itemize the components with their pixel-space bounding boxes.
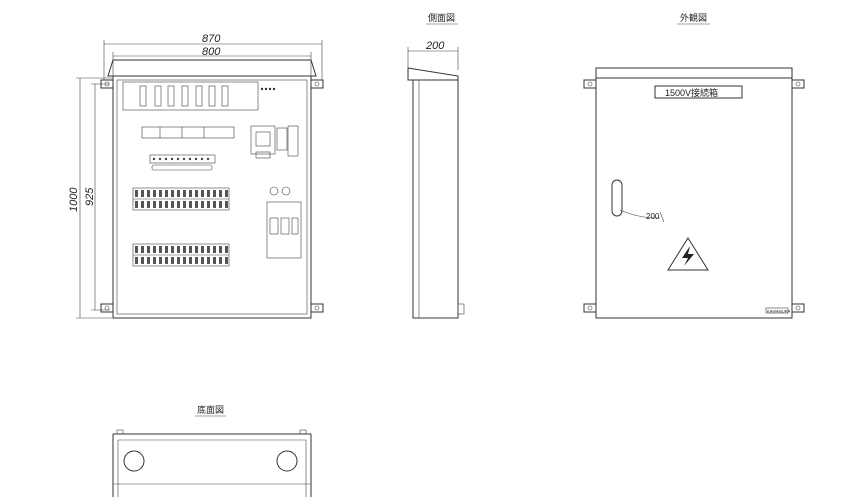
exterior-view-title: 外観図 (680, 12, 707, 23)
terminal-tooth (141, 257, 144, 264)
terminal-tooth (225, 190, 228, 197)
terminal-tooth (183, 201, 186, 208)
cable-gland-hole-right (276, 450, 298, 472)
terminal-tooth (219, 201, 222, 208)
terminal-tooth (189, 201, 192, 208)
terminal-tooth (225, 257, 228, 264)
terminal-block-lower (132, 243, 230, 267)
terminal-tooth (135, 246, 138, 253)
dim-total-height: 1000 (68, 187, 80, 212)
terminal-tooth (189, 257, 192, 264)
terminal-tooth (219, 257, 222, 264)
terminal-tooth (219, 190, 222, 197)
terminal-tooth (159, 257, 162, 264)
connector-pin (152, 157, 156, 161)
fuse-holder-row (139, 85, 276, 107)
terminal-tooth (177, 190, 180, 197)
connector-pin (158, 157, 162, 161)
bottom-view: 底面図 (112, 404, 312, 497)
connector-pin (170, 157, 174, 161)
terminal-tooth (165, 246, 168, 253)
exterior-view: 外観図 1500V接続箱 200 KAWAMURA (583, 12, 805, 319)
terminal-tooth (135, 201, 138, 208)
terminal-tooth (207, 190, 210, 197)
terminal-tooth (171, 257, 174, 264)
dim-depth: 200 (425, 40, 445, 52)
terminal-tooth (213, 190, 216, 197)
terminal-tooth (147, 190, 150, 197)
terminal-tooth (141, 190, 144, 197)
terminal-tooth (177, 246, 180, 253)
handle-dim: 200 (646, 212, 660, 221)
terminal-tooth (165, 190, 168, 197)
terminal-tooth (201, 190, 204, 197)
high-voltage-warning-icon (667, 237, 709, 271)
side-view-title: 側面図 (428, 12, 455, 23)
terminal-tooth (219, 246, 222, 253)
terminal-tooth (189, 190, 192, 197)
terminal-tooth (195, 257, 198, 264)
terminal-teeth (135, 157, 228, 264)
terminal-tooth (183, 190, 186, 197)
connector-pin (182, 157, 186, 161)
terminal-tooth (159, 190, 162, 197)
terminal-tooth (177, 201, 180, 208)
connector-pin (188, 157, 192, 161)
terminal-tooth (153, 201, 156, 208)
connector-pin (200, 157, 204, 161)
terminal-tooth (213, 257, 216, 264)
bottom-view-title: 底面図 (197, 404, 224, 415)
side-view: 側面図 200 (407, 12, 465, 319)
terminal-tooth (147, 257, 150, 264)
terminal-tooth (147, 201, 150, 208)
front-view: 870 800 1000 925 (68, 33, 324, 319)
terminal-tooth (225, 246, 228, 253)
terminal-tooth (195, 246, 198, 253)
terminal-tooth (135, 190, 138, 197)
connector-pin (164, 157, 168, 161)
terminal-tooth (171, 246, 174, 253)
terminal-tooth (135, 257, 138, 264)
terminal-tooth (213, 246, 216, 253)
terminal-tooth (189, 246, 192, 253)
terminal-block-upper (132, 187, 230, 211)
terminal-tooth (207, 201, 210, 208)
terminal-tooth (201, 257, 204, 264)
dim-mount-height: 925 (84, 187, 96, 206)
terminal-tooth (141, 246, 144, 253)
terminal-tooth (159, 246, 162, 253)
terminal-tooth (183, 257, 186, 264)
terminal-tooth (201, 246, 204, 253)
terminal-tooth (165, 257, 168, 264)
terminal-tooth (195, 201, 198, 208)
terminal-tooth (141, 201, 144, 208)
terminal-tooth (207, 257, 210, 264)
terminal-tooth (207, 246, 210, 253)
maker-label: KAWAMURA (767, 309, 791, 314)
dim-inner-width: 800 (202, 46, 221, 58)
nameplate-text: 1500V接続箱 (665, 87, 718, 98)
terminal-tooth (225, 201, 228, 208)
connector-pin (206, 157, 210, 161)
terminal-tooth (183, 246, 186, 253)
terminal-tooth (153, 257, 156, 264)
terminal-tooth (171, 201, 174, 208)
nameplate (654, 85, 743, 99)
terminal-tooth (153, 246, 156, 253)
terminal-tooth (201, 201, 204, 208)
terminal-tooth (177, 257, 180, 264)
terminal-tooth (165, 201, 168, 208)
terminal-tooth (195, 190, 198, 197)
terminal-tooth (171, 190, 174, 197)
dim-outer-width: 870 (202, 33, 221, 45)
terminal-tooth (153, 190, 156, 197)
terminal-tooth (213, 201, 216, 208)
terminal-tooth (159, 201, 162, 208)
door-handle (611, 179, 623, 217)
terminal-tooth (147, 246, 150, 253)
connector-pin (194, 157, 198, 161)
connector-pin (176, 157, 180, 161)
cable-gland-hole-left (123, 450, 145, 472)
